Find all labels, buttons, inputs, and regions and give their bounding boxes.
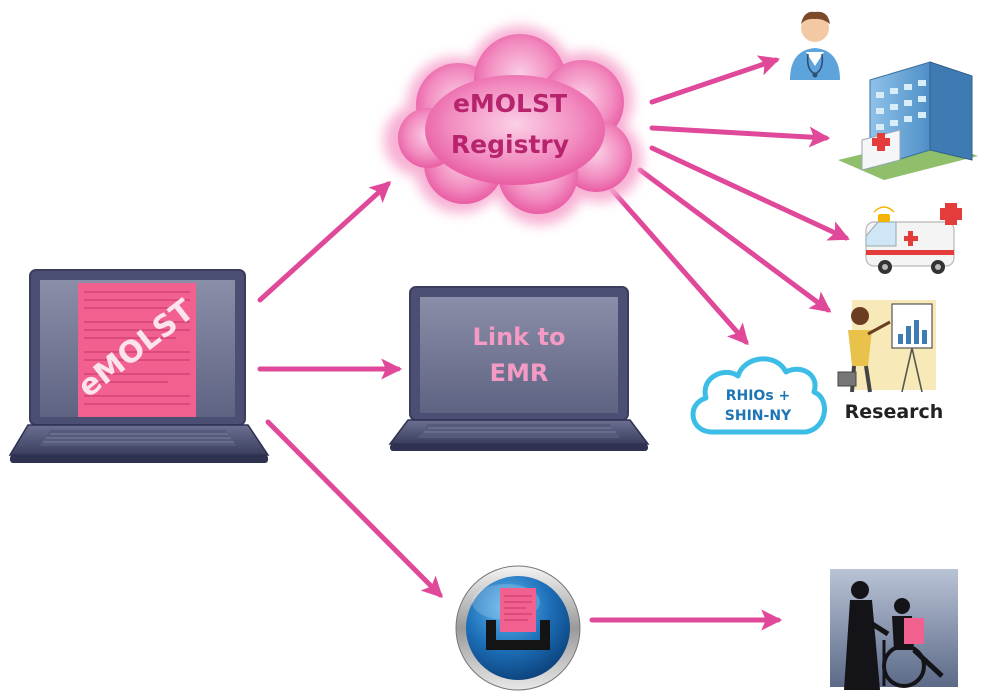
arrow-registry-to-rhio <box>609 187 749 346</box>
emolst-laptop: eMOLST <box>8 269 270 463</box>
arrow-laptop-to-registry <box>257 181 392 303</box>
arrows <box>257 55 850 631</box>
emr-label-line2: EMR <box>490 359 549 387</box>
research-label: Research <box>845 401 944 423</box>
emr-laptop: Link to EMR <box>388 286 650 451</box>
ambulance-icon <box>865 203 962 274</box>
registry-label-line2: Registry <box>451 130 569 159</box>
rhio-label-line1: RHIOs + <box>726 388 791 404</box>
doctor-icon <box>790 11 840 80</box>
arrow-registry-to-ambulance <box>649 145 850 241</box>
hospital-icon <box>838 61 978 180</box>
emolst-form: eMOLST <box>71 283 201 417</box>
registry-cloud: eMOLST Registry <box>384 26 642 225</box>
emr-label-line1: Link to <box>473 323 566 351</box>
rhio-label-line2: SHIN-NY <box>725 408 792 424</box>
arrow-registry-to-doctor <box>649 55 780 105</box>
patient-wheelchair-icon <box>830 569 958 690</box>
printer-icon <box>455 565 581 691</box>
rhio-cloud: RHIOs + SHIN-NY <box>690 356 827 435</box>
research-presenter-icon: Research <box>837 300 944 423</box>
arrow-laptop-to-printer <box>265 419 443 598</box>
arrow-registry-to-research <box>637 167 832 313</box>
registry-label-line1: eMOLST <box>453 89 567 118</box>
arrow-registry-to-hospital <box>649 125 831 148</box>
